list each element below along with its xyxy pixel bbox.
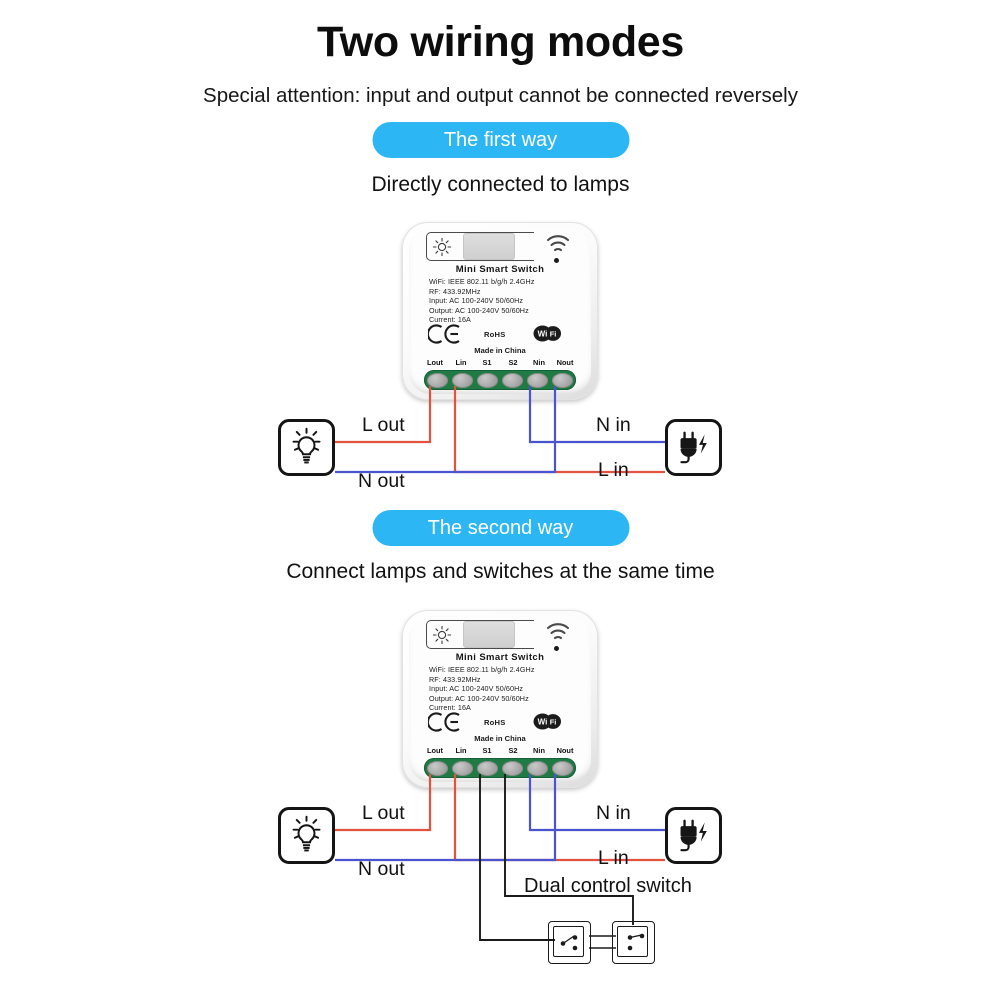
terminal-block (424, 370, 576, 390)
terminal-screw[interactable] (452, 372, 473, 388)
wire-label-n-in-2: N in (596, 802, 631, 824)
terminal-label-nout: Nout (556, 746, 574, 755)
power-plug-icon (680, 431, 707, 464)
terminal-screw[interactable] (502, 372, 523, 388)
button-frame (426, 232, 534, 261)
terminal-label-s1: S1 (482, 358, 492, 367)
terminal-screw[interactable] (477, 372, 498, 388)
power-icon-box-2 (665, 807, 722, 864)
power-icon-box-1 (665, 419, 722, 476)
svg-text:Wi: Wi (538, 718, 548, 727)
terminal-screw[interactable] (427, 760, 448, 776)
wifi-badge-icon: Wi Fi (533, 325, 561, 342)
spec-line: WiFi: IEEE 802.11 b/g/h 2.4GHz (429, 277, 535, 286)
wire-label-n-out-1: N out (358, 470, 405, 492)
terminal-label-nin: Nin (533, 358, 545, 367)
svg-text:Fi: Fi (550, 329, 557, 338)
spec-line: Input: AC 100-240V 50/60Hz (429, 296, 524, 306)
switch-contacts-icon (560, 935, 578, 951)
terminal-labels: Lout Lin S1 S2 Nin Nout (422, 746, 578, 757)
terminal-label-nout: Nout (556, 358, 574, 367)
light-bulb-icon (292, 815, 321, 852)
certification-row: RoHS Wi Fi (424, 324, 576, 346)
spec-line: Output: AC 100-240V 50/60Hz (429, 305, 529, 315)
wifi-icon (546, 623, 570, 640)
terminal-screw[interactable] (527, 760, 548, 776)
device-specs: WiFi: IEEE 802.11 b/g/h 2.4GHz RF: 433.9… (429, 665, 589, 713)
led-indicator (554, 646, 559, 651)
wire-label-l-in-1: L in (598, 459, 629, 481)
spec-line: Output: AC 100-240V 50/60Hz (429, 693, 529, 703)
certification-row: RoHS Wi Fi (424, 712, 576, 734)
switch-inner-frame (553, 926, 584, 957)
terminal-label-lin: Lin (455, 358, 467, 367)
made-in-label: Made in China (474, 346, 526, 355)
rohs-label: RoHS (484, 330, 506, 339)
spec-line: WiFi: IEEE 802.11 b/g/h 2.4GHz (429, 665, 535, 674)
device-push-button[interactable] (463, 621, 515, 648)
device-name: Mini Smart Switch (455, 264, 545, 275)
terminal-labels: Lout Lin S1 S2 Nin Nout (422, 358, 578, 369)
sun-icon (432, 625, 452, 645)
ce-mark-icon (428, 324, 460, 344)
terminal-block (424, 758, 576, 778)
lamp-icon-box-1 (278, 419, 335, 476)
wire-label-n-out-2: N out (358, 858, 405, 880)
terminal-label-nin: Nin (533, 746, 545, 755)
wall-switch-left[interactable] (548, 921, 591, 964)
sun-icon (432, 237, 452, 257)
spec-line: Current: 16A (429, 315, 471, 325)
made-in-label: Made in China (474, 734, 526, 743)
terminal-screw[interactable] (452, 760, 473, 776)
lamp-icon-box-2 (278, 807, 335, 864)
wall-switch-right[interactable] (612, 921, 655, 964)
dual-control-switch-label: Dual control switch (524, 875, 692, 897)
terminal-screw[interactable] (527, 372, 548, 388)
light-bulb-icon (292, 427, 321, 464)
spec-line: RF: 433.92MHz (429, 286, 481, 296)
device-name: Mini Smart Switch (455, 652, 545, 663)
device-specs: WiFi: IEEE 802.11 b/g/h 2.4GHz RF: 433.9… (429, 277, 589, 325)
terminal-label-lin: Lin (455, 746, 467, 755)
terminal-screw[interactable] (552, 760, 573, 776)
section-1-caption: Directly connected to lamps (371, 173, 630, 196)
ce-mark-icon (428, 712, 460, 732)
smart-switch-device-1: Mini Smart Switch WiFi: IEEE 802.11 b/g/… (402, 222, 598, 400)
wire-label-l-out-2: L out (362, 802, 405, 824)
terminal-label-s1: S1 (482, 746, 492, 755)
button-frame (426, 620, 534, 649)
section-2-pill[interactable]: The second way (372, 510, 629, 546)
wire-label-n-in-1: N in (596, 414, 631, 436)
switch-inner-frame (617, 926, 648, 957)
svg-text:Wi: Wi (538, 330, 548, 339)
wifi-badge-icon: Wi Fi (533, 713, 561, 730)
terminal-label-lout: Lout (426, 358, 443, 367)
device-push-button[interactable] (463, 233, 515, 260)
terminal-screw[interactable] (477, 760, 498, 776)
wire-label-l-out-1: L out (362, 414, 405, 436)
power-plug-icon (680, 819, 707, 852)
smart-switch-device-2: Mini Smart Switch WiFi: IEEE 802.11 b/g/… (402, 610, 598, 788)
rohs-label: RoHS (484, 718, 506, 727)
section-2-caption: Connect lamps and switches at the same t… (286, 560, 715, 583)
terminal-screw[interactable] (427, 372, 448, 388)
terminal-label-s2: S2 (508, 746, 518, 755)
section-1-pill[interactable]: The first way (372, 122, 629, 158)
wire-label-l-in-2: L in (598, 847, 629, 869)
wifi-icon (546, 235, 570, 252)
page-title: Two wiring modes (316, 18, 685, 66)
terminal-screw[interactable] (502, 760, 523, 776)
svg-text:Fi: Fi (550, 717, 557, 726)
wire-s1 (479, 774, 555, 941)
terminal-label-s2: S2 (508, 358, 518, 367)
led-indicator (554, 258, 559, 263)
page-subtitle: Special attention: input and output cann… (203, 84, 798, 107)
terminal-label-lout: Lout (426, 746, 443, 755)
spec-line: RF: 433.92MHz (429, 674, 481, 684)
spec-line: Input: AC 100-240V 50/60Hz (429, 684, 524, 694)
switch-contacts-icon (627, 933, 645, 951)
spec-line: Current: 16A (429, 703, 471, 713)
terminal-screw[interactable] (552, 372, 573, 388)
